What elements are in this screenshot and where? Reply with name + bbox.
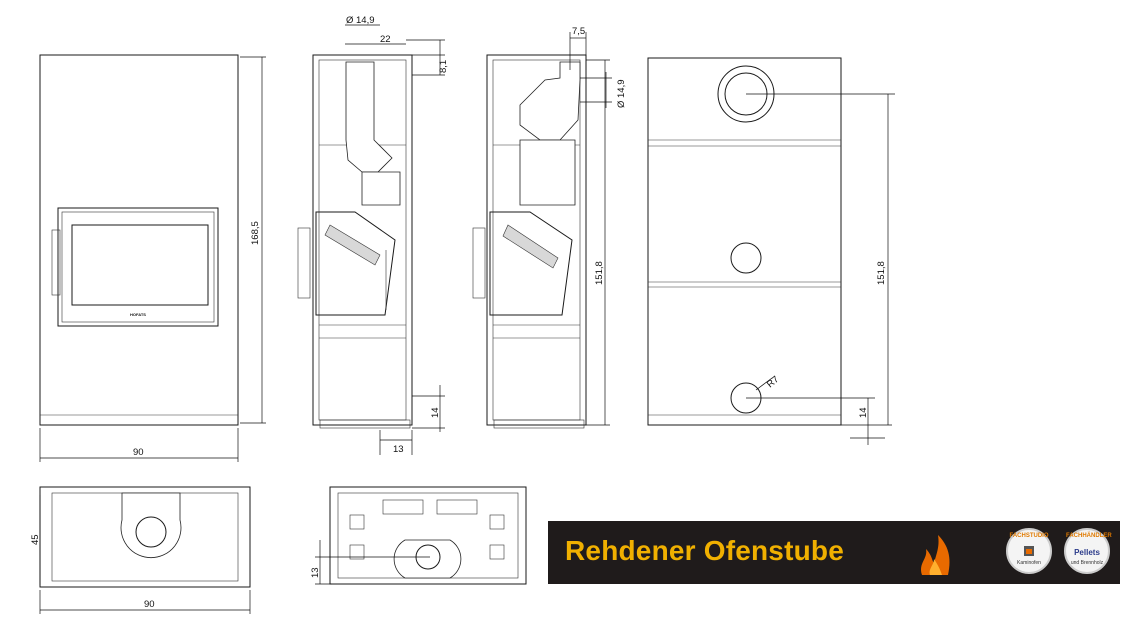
stove-icon [1024, 546, 1034, 556]
bottom-offset-label: 13 [310, 567, 321, 578]
side-top-height-label: 8,1 [438, 60, 449, 73]
side-view-left: Ø 14,9 22 8,1 14 13 [297, 15, 449, 455]
back-view: 151,8 R7 14 [647, 57, 895, 445]
front-height-label: 168,5 [250, 221, 261, 245]
bottom-view: 13 [310, 486, 527, 585]
front-door-frame [57, 207, 219, 327]
badge2-top-label: FACHHÄNDLER [1066, 533, 1112, 539]
front-glass [71, 224, 209, 306]
brand-label: HOFATS [130, 312, 146, 317]
badge1-top-label: FACHSTUDIO [1009, 533, 1049, 539]
side-bottom-offset-label: 13 [393, 444, 404, 455]
back-bottom-height-label: 14 [858, 407, 869, 418]
front-width-label: 90 [133, 447, 144, 458]
banner-title: Rehdener Ofenstube [565, 535, 844, 566]
door-handle [51, 229, 61, 296]
badge1-bottom-label: Kaminofen [1017, 560, 1041, 566]
front-body [39, 54, 239, 426]
side-pipe-offset-label: 22 [380, 34, 391, 45]
back-radius-label: R7 [765, 374, 781, 390]
side2-pipe-dia-label: Ø 14,9 [616, 79, 627, 108]
pellets-badge: FACHHÄNDLER Pellets und Brennholz [1064, 528, 1112, 574]
fachstudio-badge: FACHSTUDIO Kaminofen [1006, 528, 1052, 574]
company-banner: Rehdener Ofenstube FACHSTUDIO Kaminofen … [548, 521, 1120, 584]
side2-height-label: 151,8 [594, 261, 605, 285]
badge2-bottom-label: und Brennholz [1070, 560, 1104, 566]
back-height-label: 151,8 [876, 261, 887, 285]
top-depth-label: 45 [30, 534, 41, 545]
side-view-right: 7,5 Ø 14,9 151,8 [472, 26, 627, 429]
side-bottom-height-label: 14 [430, 407, 441, 418]
badge2-mid-label: Pellets [1074, 548, 1100, 557]
flame-icon [921, 535, 950, 575]
side-pipe-dia-label: Ø 14,9 [346, 15, 375, 26]
side2-pipe-offset-label: 7,5 [572, 26, 585, 37]
front-view: HOFATS 168,5 90 [39, 54, 266, 462]
top-width-label: 90 [144, 599, 155, 610]
top-view: 45 90 [30, 486, 251, 614]
